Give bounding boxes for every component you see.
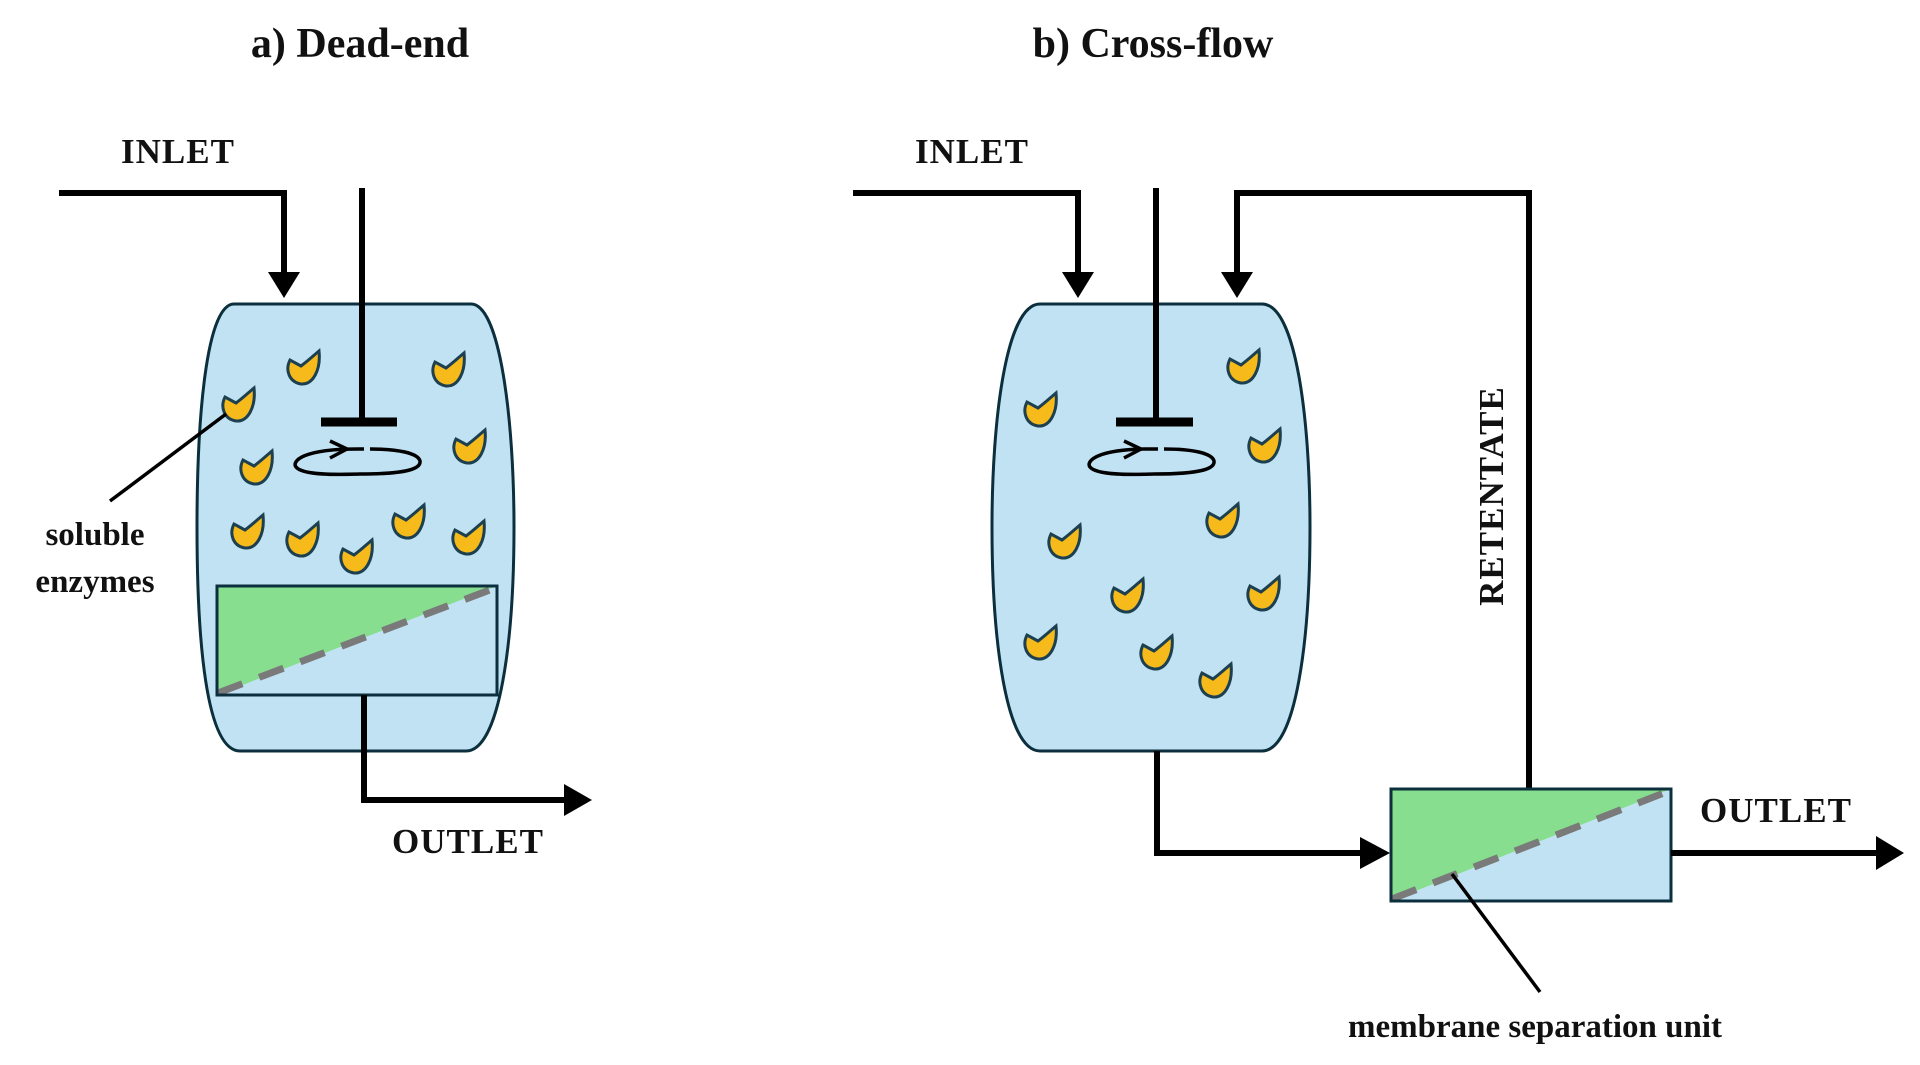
membrane-line-a — [216, 584, 497, 697]
feed-arrow-b-icon — [1360, 837, 1390, 869]
panel-a-title: a) Dead-end — [251, 21, 469, 67]
inlet-arrow-b-icon — [1062, 272, 1094, 298]
retentate-arrow-icon — [1221, 272, 1253, 298]
rotation-arrow-b-icon — [1087, 447, 1216, 477]
outlet-label-b: OUTLET — [1700, 791, 1852, 830]
inlet-arrow-a-icon — [268, 272, 300, 298]
membrane-separation-unit — [1389, 787, 1673, 903]
enzyme-label-line1: soluble — [45, 517, 144, 553]
rotation-arrow-a-icon — [293, 447, 422, 477]
enzyme-label-line2: enzymes — [35, 564, 154, 600]
reactor-vessel-b — [990, 302, 1312, 753]
feed-pipe-b — [1154, 751, 1362, 856]
outlet-label-a: OUTLET — [392, 822, 544, 861]
stirrer-a — [293, 188, 422, 477]
outlet-arrow-b-icon — [1876, 836, 1904, 870]
inlet-pipe-b — [853, 190, 1081, 276]
membrane-pointer — [1450, 872, 1542, 994]
outlet-pipe-a — [361, 695, 568, 803]
stirrer-b — [1087, 188, 1216, 477]
retentate-recycle-pipe — [1234, 190, 1532, 788]
inlet-label-b: INLET — [915, 132, 1029, 171]
panel-dead-end: a) Dead-end INLET OUTLET soluble — [35, 21, 592, 861]
inlet-pipe-a — [59, 190, 287, 276]
membrane-module-a — [215, 584, 499, 697]
inlet-label-a: INLET — [121, 132, 235, 171]
panel-cross-flow: b) Cross-flow INLET RETENTATE — [853, 21, 1904, 1045]
panel-b-title: b) Cross-flow — [1033, 21, 1274, 67]
outlet-arrow-a-icon — [564, 784, 592, 816]
enzyme-pointer-a — [108, 412, 228, 503]
retentate-label: RETENTATE — [1472, 386, 1511, 606]
membrane-line-b — [1390, 787, 1671, 903]
membrane-label: membrane separation unit — [1348, 1009, 1722, 1045]
